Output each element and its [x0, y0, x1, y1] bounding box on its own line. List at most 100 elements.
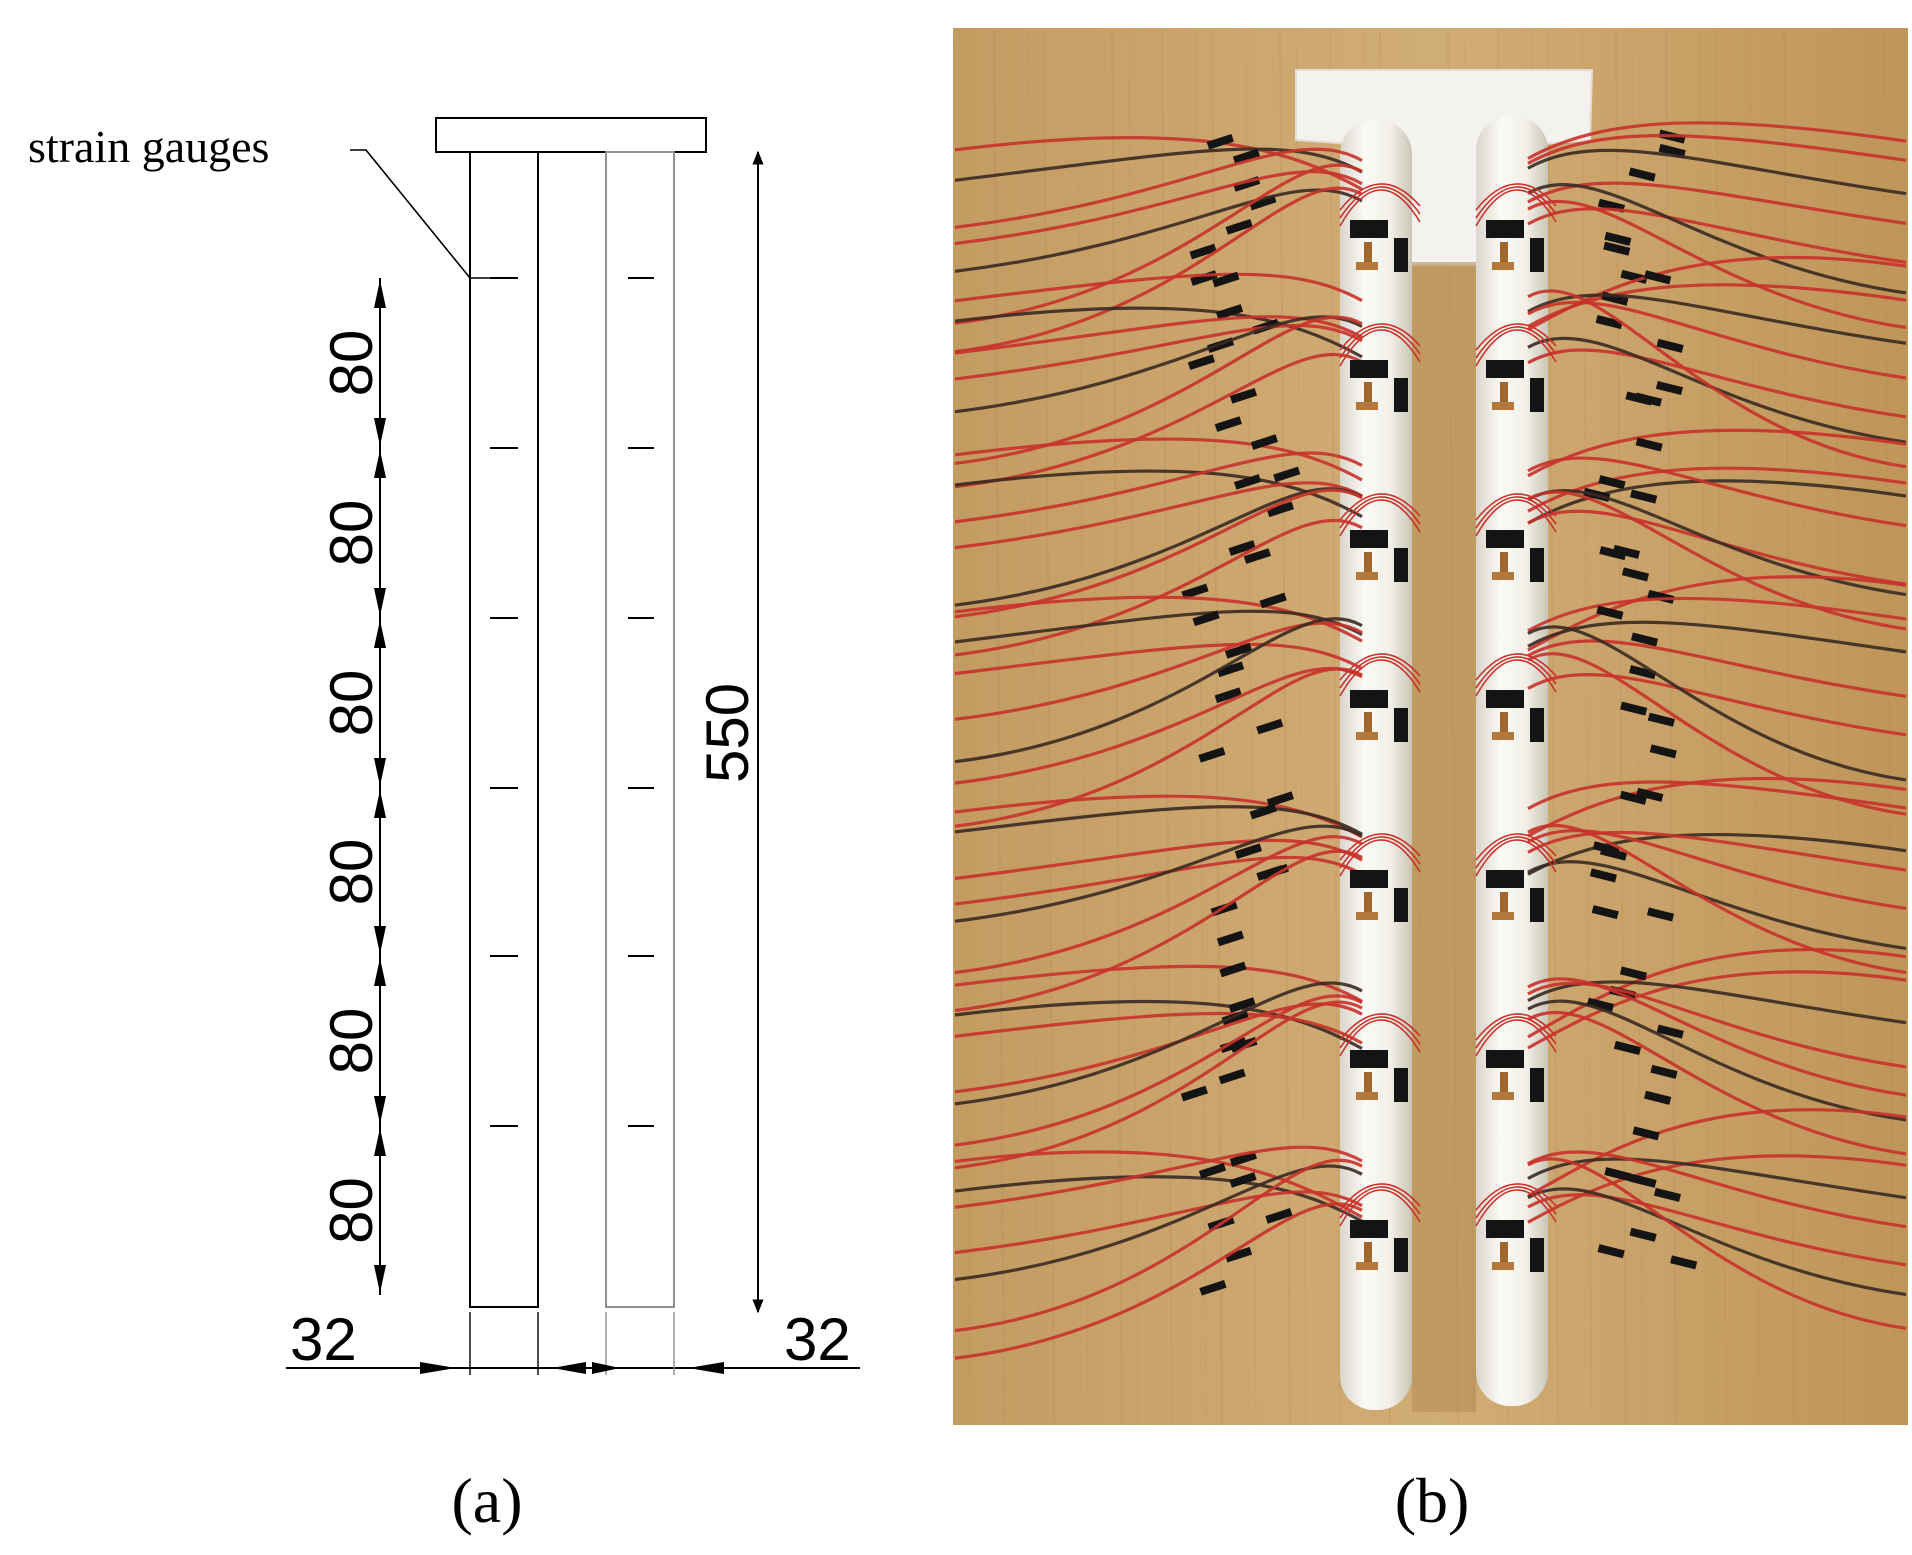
left-pile-outline	[469, 151, 539, 1308]
gauge-wire	[954, 451, 1363, 524]
gauge-tape	[1486, 1220, 1524, 1238]
gauge-wire	[954, 621, 1363, 721]
gauge-wire	[954, 667, 1363, 828]
gauge-tape	[1486, 220, 1524, 238]
wire-connector	[1187, 354, 1216, 371]
gauge-terminal	[1500, 892, 1508, 920]
gauge-wire	[1527, 183, 1907, 295]
wire-connector	[1229, 1172, 1257, 1188]
gauge-wire	[1527, 639, 1907, 698]
wire-connector	[1604, 1167, 1632, 1182]
wire-connector	[1216, 930, 1245, 947]
wire-connector	[1599, 846, 1628, 861]
gauge-wire-loop	[1339, 1189, 1421, 1227]
wire-connector	[1635, 437, 1663, 452]
spacing-arrowhead	[374, 926, 386, 954]
wire-connector	[1644, 270, 1672, 285]
spacing-label: 80	[318, 1008, 385, 1075]
gauge-wire	[1527, 479, 1907, 525]
gauge-tape	[1394, 548, 1408, 582]
bottom-arrow-mid	[552, 1362, 620, 1374]
spacing-arrowhead	[374, 418, 386, 446]
gauge-wire	[954, 964, 1363, 1003]
wire-connector	[1212, 271, 1240, 288]
gauge-wire	[1527, 1108, 1907, 1198]
spacing-arrowhead	[374, 1096, 386, 1124]
wire-connector	[1259, 592, 1287, 609]
gauge-wire-loop	[1475, 1186, 1557, 1219]
spacing-arrowhead	[374, 450, 386, 478]
gauge-wire	[1527, 199, 1907, 330]
photo-gap-shadow	[1412, 262, 1476, 1412]
wire-connector	[1646, 907, 1675, 922]
wood-grain-line	[1665, 29, 1677, 1424]
gauge-wire	[1527, 300, 1907, 380]
wire-connector	[1625, 391, 1653, 406]
gauge-wire-loop	[1339, 323, 1421, 351]
wire-connector	[1586, 997, 1615, 1012]
gauge-terminal	[1364, 1242, 1372, 1270]
gauge-wire-loop	[1339, 496, 1421, 529]
gauge-wire	[954, 272, 1363, 303]
gauge-tape	[1350, 360, 1388, 378]
wire-connector	[1621, 567, 1650, 582]
gauge-wire-loop	[1475, 836, 1557, 869]
gauge-wire	[954, 1002, 1363, 1094]
gauge-wire	[1527, 672, 1907, 737]
gauge-terminal	[1364, 892, 1372, 920]
gauge-wire	[1527, 1193, 1907, 1267]
right-pile-outline	[605, 151, 675, 1308]
gauge-terminal	[1492, 572, 1514, 580]
gauge-wire	[954, 1190, 1363, 1255]
wire-connector	[1647, 589, 1675, 604]
wire-connector	[1619, 966, 1648, 981]
gauge-wire	[1527, 509, 1907, 586]
gauge-wire	[954, 1164, 1363, 1282]
gauge-wire-loop	[1339, 183, 1421, 211]
gauge-wire	[1527, 134, 1907, 165]
gauge-tape	[1350, 1050, 1388, 1068]
wood-grain-line	[1799, 29, 1811, 1424]
gauge-wire-loop	[1475, 499, 1557, 537]
gauge-tape	[1394, 1238, 1408, 1272]
gauge-wire	[1527, 148, 1907, 196]
wire-connector	[1630, 632, 1659, 647]
wire-connector	[1619, 790, 1647, 805]
spacing-label: 80	[318, 500, 385, 567]
gauge-wire	[954, 838, 1363, 881]
wood-grain-line	[1027, 29, 1039, 1424]
gauge-terminal	[1492, 732, 1514, 740]
gauge-wire-loop	[1339, 186, 1421, 219]
gauge-terminal	[1356, 912, 1378, 920]
gauge-wire-loop	[1475, 656, 1557, 689]
gauge-tape	[1530, 888, 1544, 922]
gauge-wire	[1527, 596, 1907, 633]
gauge-wire-loop	[1475, 186, 1557, 219]
wire-connector	[1189, 243, 1217, 260]
gauge-wire	[1527, 999, 1907, 1122]
gauge-wire	[954, 595, 1363, 643]
wire-connector	[1214, 416, 1242, 432]
gauge-wire	[1527, 625, 1907, 782]
wire-connector	[1599, 546, 1627, 561]
gauge-terminal	[1492, 262, 1514, 270]
wire-connector	[1613, 1040, 1642, 1055]
wire-connector	[1596, 605, 1624, 620]
gauge-wire-loop	[1339, 189, 1421, 227]
wire-connector	[1180, 1085, 1208, 1102]
gauge-wire	[1527, 1150, 1907, 1229]
wood-grain-line	[1329, 29, 1341, 1424]
strain-gauge-ticks	[490, 277, 654, 1127]
gauge-wire-loop	[1339, 656, 1421, 689]
gauge-wire-loop	[1475, 326, 1557, 359]
gauge-wire	[954, 163, 1363, 325]
gauge-wire	[954, 849, 1363, 1013]
gauge-tape	[1486, 360, 1524, 378]
wire-connector	[1219, 1037, 1247, 1053]
wood-grain-line	[1077, 29, 1089, 1424]
wire-connector	[1604, 231, 1632, 246]
gauge-wire	[1527, 121, 1907, 160]
wire-connector	[1266, 501, 1295, 518]
